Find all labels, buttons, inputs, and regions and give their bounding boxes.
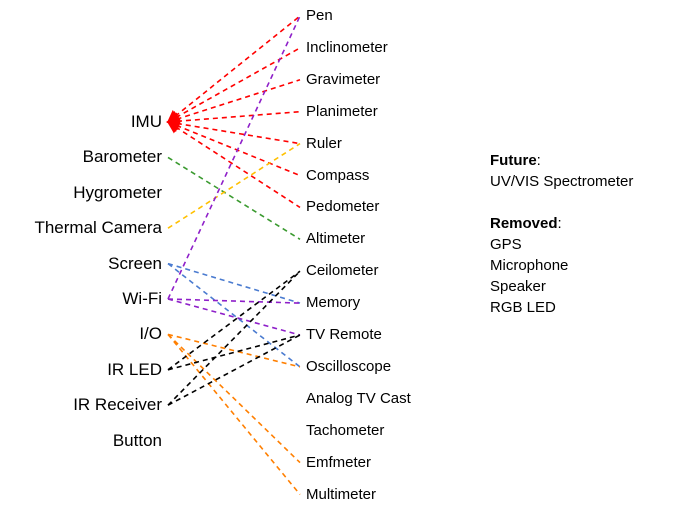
connection-line <box>167 156 301 240</box>
source-label: I/O <box>139 324 162 344</box>
connection-line <box>167 142 301 229</box>
connection-line <box>166 110 301 128</box>
connection-line <box>167 298 301 336</box>
source-label: IMU <box>130 112 162 131</box>
target-label: Ruler <box>306 134 342 152</box>
connection-line <box>166 79 301 125</box>
connection-line <box>167 270 301 371</box>
target-label: Altimeter <box>306 230 366 248</box>
target-label: Analog TV Cast <box>306 389 411 407</box>
target-label: Tachometer <box>306 421 385 439</box>
source-label: Hygrometer <box>73 182 162 202</box>
future-heading: Future <box>490 152 537 169</box>
removed-colon: : <box>557 215 562 232</box>
removed-item: GPS <box>490 236 522 253</box>
connection-line <box>167 270 301 406</box>
target-label: Inclinometer <box>306 38 388 56</box>
connection-line <box>166 47 301 123</box>
connection-line <box>166 15 301 124</box>
source-label: Wi-Fi <box>122 289 162 308</box>
future-colon: : <box>536 152 541 169</box>
target-label: Pen <box>306 7 333 24</box>
connection-line <box>167 333 301 368</box>
removed-heading: Removed <box>490 215 558 232</box>
future-item: UV/VIS Spectrometer <box>490 173 634 190</box>
connection-line <box>167 298 301 304</box>
connection-line <box>167 334 301 371</box>
target-label: Gravimeter <box>306 70 381 88</box>
connection-line <box>166 121 301 209</box>
removed-item: RGB LED <box>490 299 556 316</box>
connection-lines <box>166 15 301 496</box>
status-panel: Future: UV/VIS Spectrometer Removed: GPS… <box>490 150 633 318</box>
source-label: Screen <box>108 253 162 273</box>
target-label: Memory <box>306 294 361 312</box>
target-label: TV Remote <box>306 326 382 343</box>
removed-item: Speaker <box>490 278 546 295</box>
source-label: IR Receiver <box>73 395 162 415</box>
source-label: Button <box>112 430 162 450</box>
target-label: Oscilloscope <box>306 357 392 375</box>
target-label: Emfmeter <box>306 453 372 471</box>
removed-item: Microphone <box>490 257 569 274</box>
target-label: Pedometer <box>306 198 380 216</box>
connection-line <box>166 117 301 145</box>
connection-line <box>167 333 301 464</box>
target-label: Multimeter <box>306 485 377 503</box>
connection-line <box>167 334 301 406</box>
target-label: Planimeter <box>306 102 378 120</box>
connection-line <box>166 120 301 177</box>
connection-line <box>167 333 301 496</box>
source-label: IR LED <box>107 359 162 379</box>
source-label: Thermal Camera <box>34 218 162 238</box>
connection-line <box>167 262 301 304</box>
source-label: Barometer <box>82 147 162 167</box>
connection-line <box>167 262 301 368</box>
target-label: Ceilometer <box>306 262 379 280</box>
target-label: Compass <box>306 166 370 184</box>
connection-line <box>167 15 301 300</box>
